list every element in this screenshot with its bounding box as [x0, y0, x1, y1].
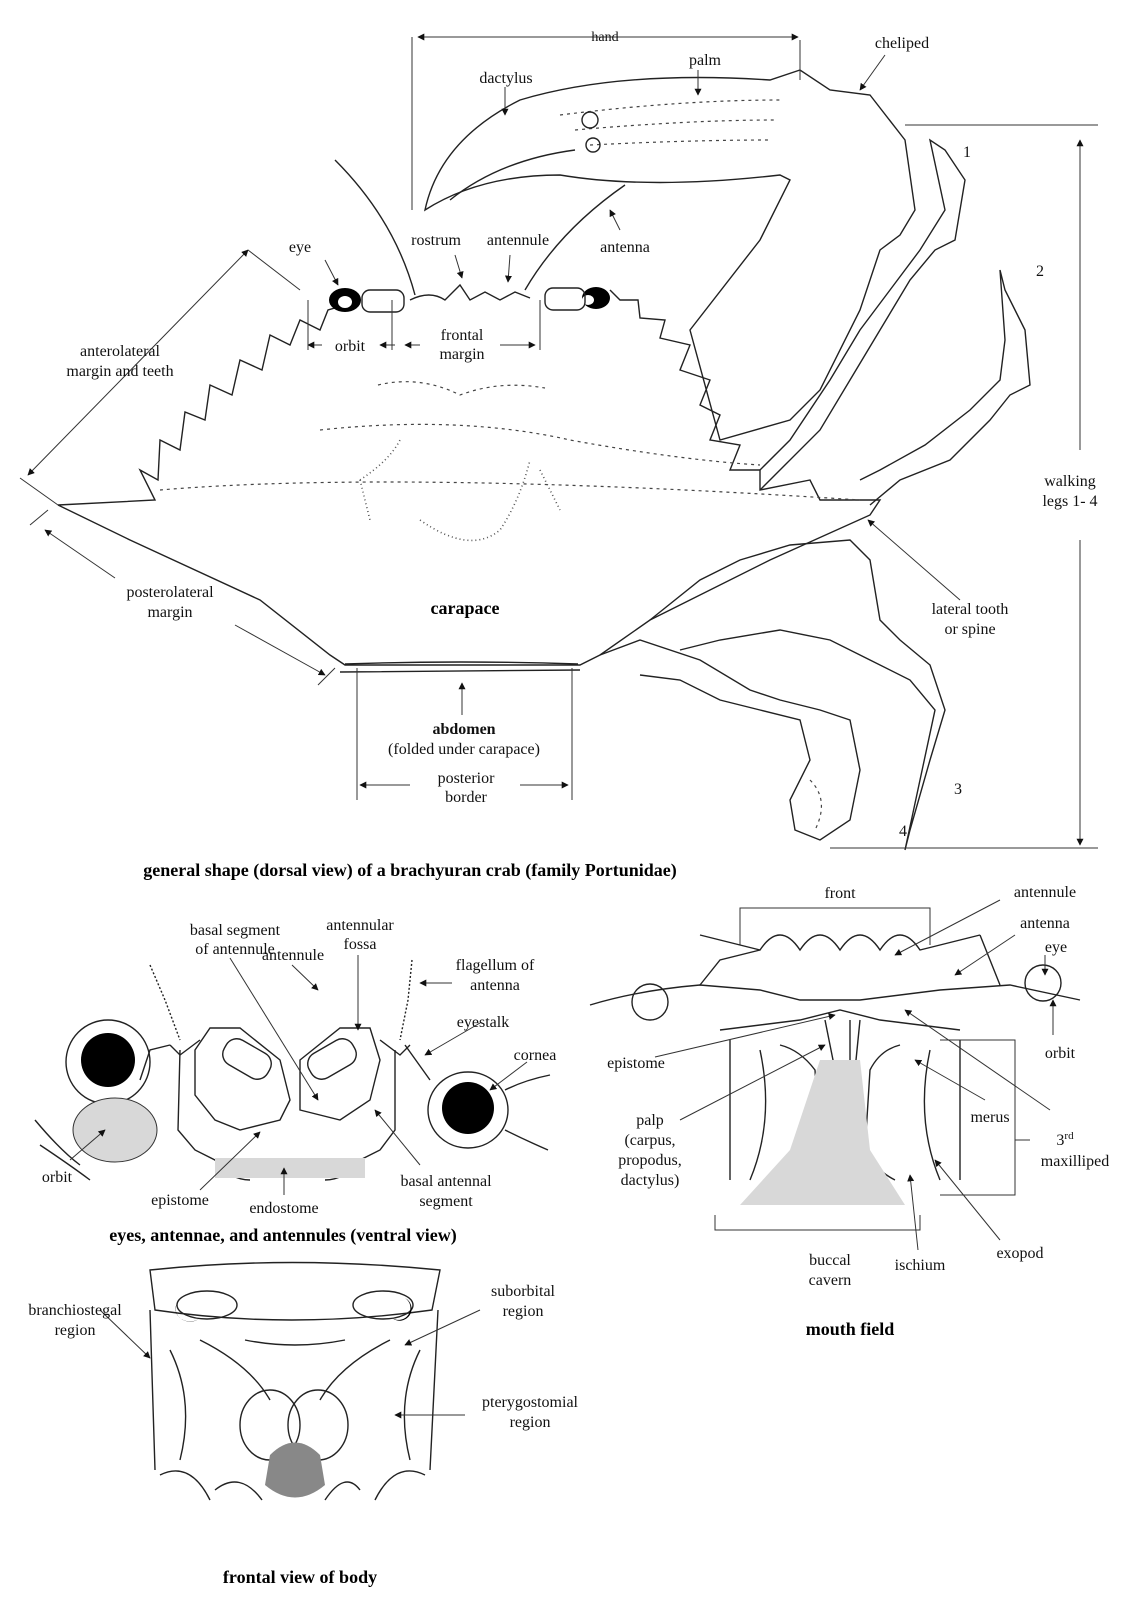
label-posterior-border-2: border: [445, 789, 487, 806]
label-palp-3: propodus,: [618, 1152, 682, 1169]
label-posterolateral-1: posterolateral: [126, 584, 214, 601]
label-lateral-tooth-1: lateral tooth: [932, 601, 1009, 618]
label-flagellum-2: antenna: [470, 977, 520, 994]
label-orbit: orbit: [335, 338, 366, 355]
label-mouth-orbit: orbit: [1045, 1045, 1076, 1062]
label-antennule: antennule: [487, 232, 549, 249]
label-cornea: cornea: [514, 1047, 557, 1064]
mouthpart-stippled: [265, 1442, 325, 1498]
label-carapace: carapace: [431, 598, 500, 618]
anterolateral-arrow: [27, 249, 249, 476]
left-cornea-drawing: [81, 1033, 135, 1087]
right-flagellum-drawing: [399, 959, 413, 1041]
label-walking-legs-2: legs 1- 4: [1042, 493, 1097, 510]
caption-mouth-field: mouth field: [806, 1319, 895, 1339]
label-posterolateral-2: margin: [147, 604, 192, 621]
label-pterygostomial-1: pterygostomial: [482, 1394, 579, 1411]
abdomen-outline: [339, 661, 581, 673]
frontal-margin-line: [409, 283, 531, 301]
label-basal-segment-2: of antennule: [195, 941, 275, 958]
dorsal-view-drawing: [19, 33, 1098, 851]
label-buccal-1: buccal: [809, 1252, 851, 1269]
label-mouth-antenna: antenna: [1020, 915, 1070, 932]
caption-frontal-view: frontal view of body: [223, 1567, 377, 1587]
ventral-view-drawing: [34, 955, 551, 1195]
label-pterygostomial-2: region: [510, 1414, 551, 1431]
leg-number-2: 2: [1036, 263, 1044, 280]
label-endostome: endostome: [249, 1200, 318, 1217]
label-anterolateral-1: anterolateral: [80, 343, 161, 360]
leg-number-1: 1: [963, 144, 971, 161]
label-basal-antennal-2: segment: [419, 1193, 473, 1210]
right-cornea-drawing: [442, 1082, 494, 1134]
label-cheliped: cheliped: [875, 35, 929, 52]
label-walking-legs-1: walking: [1044, 473, 1096, 490]
label-branchiostegal-1: branchiostegal: [28, 1302, 122, 1319]
label-maxilliped-number: 3rd: [1056, 1130, 1074, 1149]
label-palp-1: palp: [636, 1112, 664, 1129]
mouth-field-drawing: [589, 899, 1081, 1251]
caption-dorsal-view: general shape (dorsal view) of a brachyu…: [143, 860, 676, 881]
label-merus: merus: [970, 1109, 1009, 1126]
label-suborbital-2: region: [503, 1303, 544, 1320]
walking-leg-3: [649, 539, 946, 851]
walking-leg-1: [759, 138, 966, 491]
label-anterolateral-2: margin and teeth: [66, 363, 173, 380]
label-abdomen: abdomen: [432, 721, 495, 738]
right-antenna-line: [524, 184, 626, 291]
label-basal-segment-1: basal segment: [190, 922, 281, 939]
label-antennular-fossa-1: antennular: [326, 917, 394, 934]
label-branchiostegal-2: region: [55, 1322, 96, 1339]
label-palm: palm: [689, 52, 722, 69]
label-flagellum-1: flagellum of: [456, 957, 535, 974]
label-exopod: exopod: [996, 1245, 1043, 1262]
walking-leg-2: [859, 269, 1031, 506]
leg-number-3: 3: [954, 781, 962, 798]
caption-ventral-view: eyes, antennae, and antennules (ventral …: [109, 1225, 457, 1246]
label-lateral-tooth-2: or spine: [944, 621, 995, 638]
cheliped-drawing: [423, 69, 916, 441]
label-hand: hand: [591, 30, 618, 45]
label-eye: eye: [289, 239, 311, 256]
label-buccal-2: cavern: [809, 1272, 852, 1289]
label-mouth-epistome: epistome: [607, 1055, 665, 1072]
label-mouth-eye: eye: [1045, 939, 1067, 956]
label-posterior-border-1: posterior: [438, 770, 496, 787]
label-eyestalk: eyestalk: [457, 1014, 509, 1031]
label-ventral-antennule: antennule: [262, 947, 324, 964]
label-ventral-orbit: orbit: [42, 1169, 73, 1186]
label-palp-2: (carpus,: [624, 1132, 675, 1149]
label-suborbital-1: suborbital: [491, 1283, 556, 1300]
walking-leg-4: [599, 639, 861, 841]
label-frontal-margin-2: margin: [439, 346, 484, 363]
label-palp-4: dactylus): [621, 1172, 680, 1189]
label-ventral-epistome: epistome: [151, 1192, 209, 1209]
label-abdomen-note: (folded under carapace): [388, 741, 540, 758]
label-rostrum: rostrum: [411, 232, 461, 249]
label-antenna: antenna: [600, 239, 650, 256]
label-maxilliped: maxilliped: [1041, 1153, 1109, 1170]
label-basal-antennal-1: basal antennal: [400, 1173, 492, 1190]
label-front: front: [824, 885, 856, 902]
left-flagellum-drawing: [149, 964, 181, 1041]
leg-number-4: 4: [899, 823, 907, 840]
label-ischium: ischium: [895, 1257, 946, 1274]
left-antenna-line: [334, 159, 416, 296]
label-frontal-margin-1: frontal: [441, 327, 484, 344]
label-dactylus: dactylus: [479, 70, 532, 87]
label-antennular-fossa-2: fossa: [344, 936, 377, 953]
label-mouth-antennule: antennule: [1014, 884, 1076, 901]
frontal-view-drawing: [99, 1261, 481, 1501]
